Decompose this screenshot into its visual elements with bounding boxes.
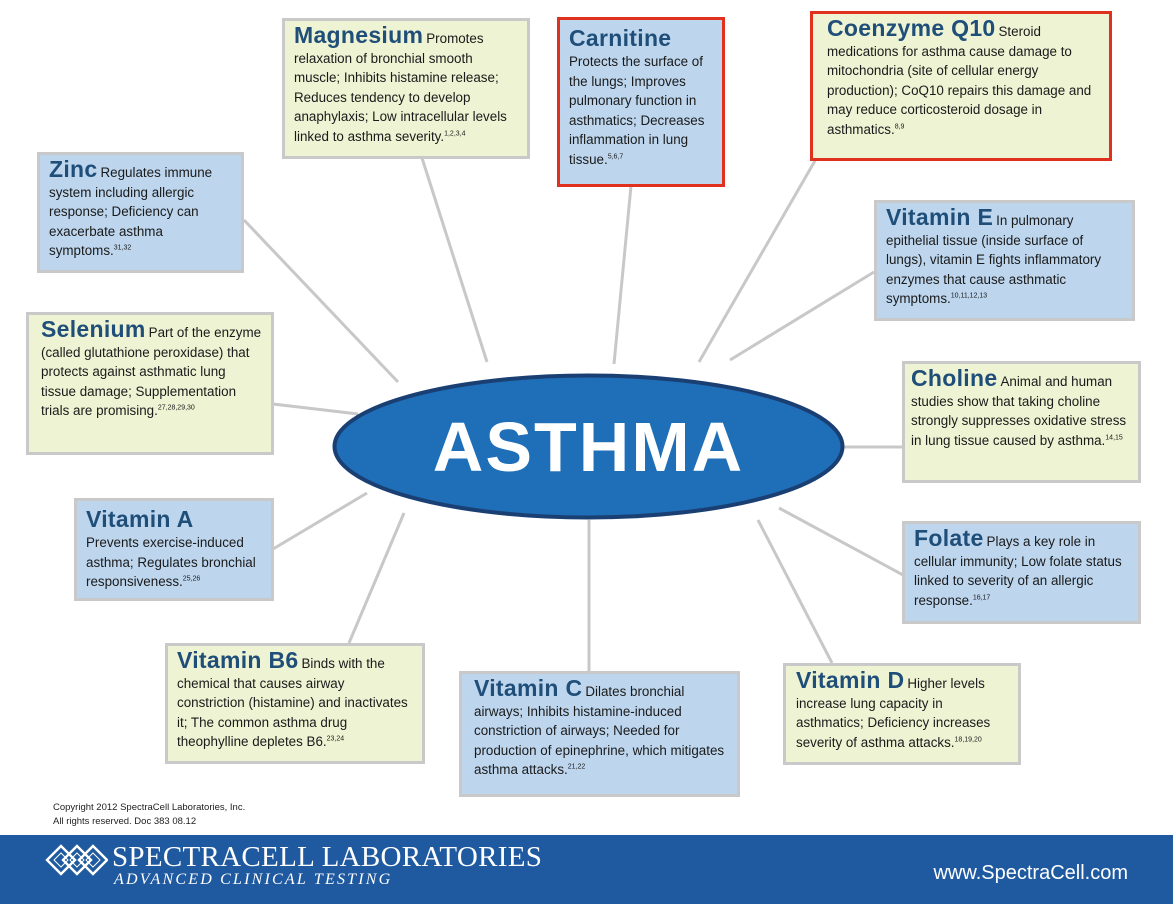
nutrient-title: Magnesium — [294, 22, 424, 48]
nutrient-title: Carnitine — [569, 25, 672, 51]
connector-vitamin-d — [756, 519, 834, 664]
nutrient-refs: 25,26 — [182, 575, 201, 583]
nutrient-title: Choline — [911, 365, 998, 391]
nutrient-text: Protects the surface of the lungs; Impro… — [569, 54, 705, 167]
nutrient-text: Regulates immune system including allerg… — [49, 165, 213, 259]
nutrient-refs: 27,28,29,30 — [157, 404, 195, 412]
connector-folate — [778, 506, 904, 577]
nutrient-title: Vitamin B6 — [177, 647, 299, 673]
nutrient-title: Vitamin D — [796, 667, 905, 693]
nutrient-text: Binds with the chemical that causes airw… — [177, 656, 408, 750]
nutrient-refs: 8,9 — [894, 123, 905, 131]
copyright-line-2: All rights reserved. Doc 383 08.12 — [53, 816, 197, 827]
nutrient-text: Part of the enzyme (called glutathione p… — [41, 325, 262, 419]
footer-bar — [0, 835, 1173, 904]
nutrient-title: Zinc — [49, 156, 98, 182]
connector-vitamin-b6 — [347, 512, 406, 644]
center-label: ASTHMA — [432, 407, 745, 486]
company-tagline: ADVANCED CLINICAL TESTING — [114, 871, 393, 888]
nutrient-text: Prevents exercise-induced asthma; Regula… — [86, 535, 256, 590]
nutrient-text: Steroid medications for asthma cause dam… — [827, 24, 1092, 137]
connector-vitamin-e — [729, 270, 875, 362]
nutrient-refs: 31,32 — [113, 244, 132, 252]
connector-magnesium — [420, 157, 489, 363]
spectracell-logo-icon — [45, 844, 108, 876]
nutrient-text: Dilates bronchial airways; Inhibits hist… — [474, 684, 725, 778]
nutrient-title: Vitamin A — [86, 506, 194, 532]
nutrient-refs: 10,11,12,13 — [950, 292, 988, 300]
nutrient-title: Coenzyme Q10 — [827, 15, 996, 41]
nutrient-title: Vitamin E — [886, 204, 994, 230]
center-ellipse — [332, 373, 845, 520]
nutrient-text: Higher levels increase lung capacity in … — [796, 676, 991, 750]
nutrient-title: Vitamin C — [474, 675, 583, 701]
nutrient-refs: 23,24 — [326, 735, 345, 743]
nutrient-refs: 21,22 — [567, 763, 586, 771]
connector-zinc — [242, 218, 400, 384]
nutrient-box-vitamin-a: Vitamin A Prevents exercise-induced asthm… — [74, 498, 274, 601]
nutrient-title: Selenium — [41, 316, 146, 342]
connector-vitamin-a — [272, 491, 368, 551]
nutrient-refs: 18,19,20 — [954, 736, 982, 744]
nutrient-text: Animal and human studies show that takin… — [911, 374, 1127, 448]
nutrient-refs: 14,15 — [1105, 434, 1123, 442]
nutrient-refs: 5,6,7 — [607, 153, 624, 161]
nutrient-text: In pulmonary epithelial tissue (inside s… — [886, 213, 1102, 307]
connector-coq10 — [697, 158, 818, 363]
nutrient-text: Plays a key role in cellular immunity; L… — [914, 534, 1122, 608]
copyright-line-1: Copyright 2012 SpectraCell Laboratories,… — [53, 802, 246, 813]
company-name: SPECTRACELL LABORATORIES — [112, 841, 543, 873]
nutrient-refs: 1,2,3,4 — [444, 130, 466, 138]
copyright-notice: Copyright 2012 SpectraCell Laboratories,… — [53, 801, 245, 829]
connector-carnitine — [612, 185, 633, 365]
nutrient-title: Folate — [914, 525, 984, 551]
website-link[interactable]: www.SpectraCell.com — [933, 862, 1128, 884]
nutrient-refs: 16,17 — [972, 594, 991, 602]
connector-selenium — [272, 402, 359, 416]
nutrient-text: Promotes relaxation of bronchial smooth … — [294, 31, 507, 144]
